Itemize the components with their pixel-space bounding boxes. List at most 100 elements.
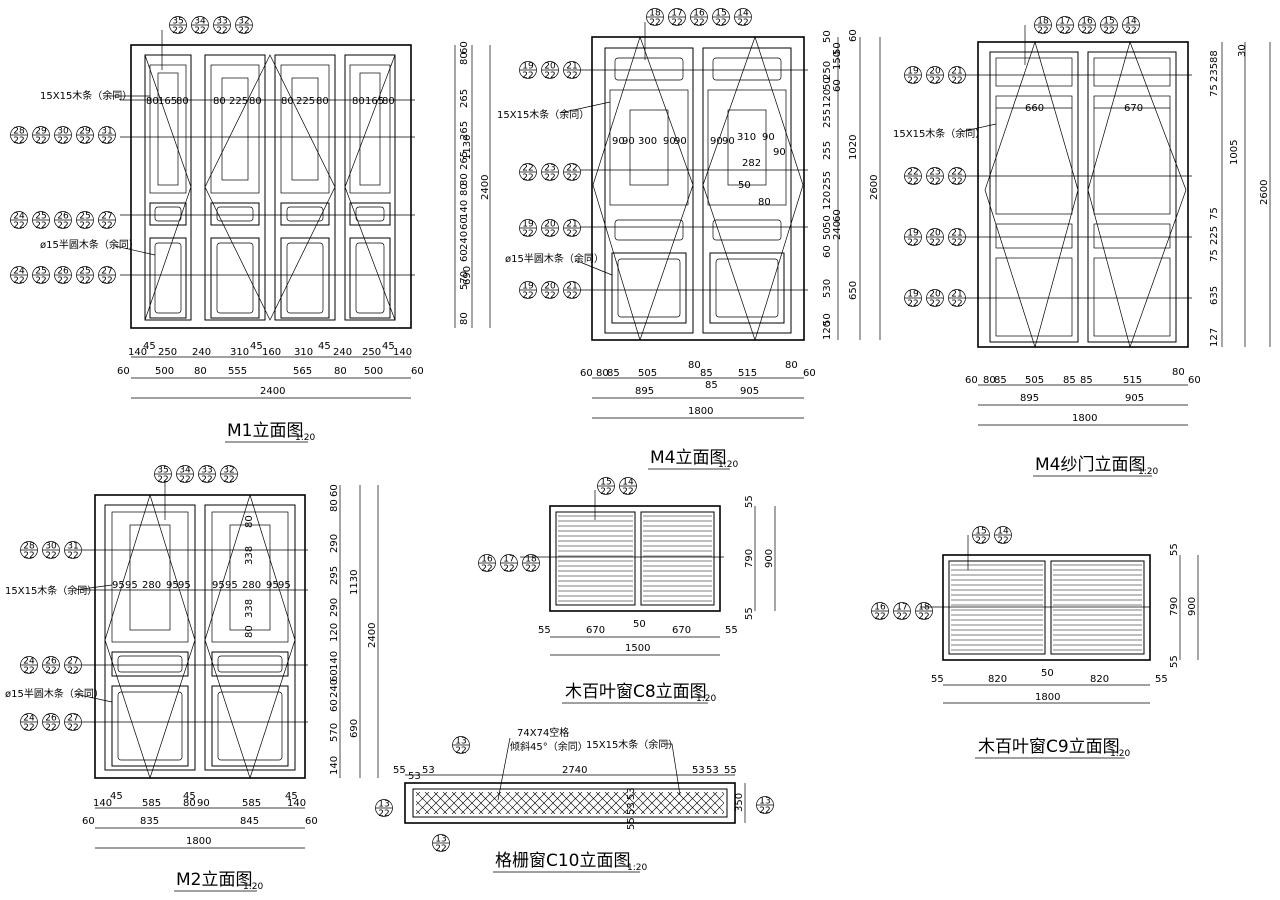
bubble-sheet: 22 — [101, 136, 112, 146]
bubble-sheet: 22 — [503, 564, 514, 574]
bubble-number: 14 — [737, 9, 749, 19]
m1-rdim-2: 80 — [459, 52, 470, 65]
c9-bdim-1: 55 — [931, 674, 944, 685]
m2-bdim-6: 90 — [197, 798, 210, 809]
bubble-number: 27 — [67, 657, 78, 667]
bubble-number: 34 — [194, 17, 206, 27]
bubble-sheet: 22 — [45, 551, 56, 561]
m1-bdim-3: 250 — [158, 347, 177, 358]
bubble-number: 22 — [566, 164, 577, 174]
m4s-scale: 1:20 — [1138, 467, 1158, 477]
c9-bottom-dims: 55 820 50 820 55 1800 — [931, 668, 1168, 703]
m4s-note-1: 15X15木条（余同） — [893, 127, 985, 140]
c8-bdim-2: 670 — [586, 625, 605, 636]
bubble-number: 21 — [566, 62, 577, 72]
bubble-number: 26 — [45, 714, 57, 724]
m1-right-total: 2400 — [480, 175, 491, 200]
m4s-bdim-9: 60 — [1188, 375, 1201, 386]
m2-rdim2-2: 690 — [349, 719, 360, 738]
m2-idim-7: 95 — [225, 580, 238, 591]
bubble-sheet: 22 — [1081, 26, 1092, 36]
m1-rdim-10: 240 — [459, 231, 470, 250]
bubble-sheet: 22 — [997, 536, 1008, 546]
bubble-number: 16 — [481, 555, 493, 565]
bubble-number: 32 — [238, 17, 249, 27]
m4s-rdim-2: 235 — [1209, 63, 1220, 82]
c8-bottom-dims: 55 670 50 670 55 1500 — [538, 619, 738, 654]
bubble-number: 21 — [951, 290, 962, 300]
m1-rdim2-1: 1130 — [462, 135, 473, 160]
bubble-number: 27 — [101, 212, 112, 222]
c8-bdim-1: 55 — [538, 625, 551, 636]
m2-idim-8: 280 — [242, 580, 261, 591]
bubble-number: 23 — [544, 164, 555, 174]
bubble-sheet: 22 — [172, 26, 183, 36]
c9-right-total-text: 900 — [1187, 597, 1198, 616]
bubble-number: 19 — [907, 290, 919, 300]
m4-rdim-9: 255 — [822, 141, 833, 160]
m1-bdim-7: 160 — [262, 347, 281, 358]
m4-bottom-total: 1800 — [688, 406, 713, 417]
m2-idim-1: 95 — [112, 580, 125, 591]
bubble-sheet: 22 — [544, 71, 555, 81]
m1-bdim-12: 45 — [382, 341, 395, 352]
bubble-number: 19 — [522, 62, 534, 72]
bubble-number: 33 — [216, 17, 227, 27]
m2-idim-10: 95 — [278, 580, 291, 591]
bubble-number: 13 — [435, 835, 446, 845]
m2-rdim-6: 120 — [329, 623, 340, 642]
m1-inner-dim-2: 165 — [158, 96, 177, 107]
bubble-number: 16 — [874, 603, 886, 613]
bubble-number: 35 — [172, 17, 183, 27]
m4-rdim-5: 50 — [822, 77, 833, 90]
bubble-number: 22 — [907, 168, 918, 178]
m4-rdim-11: 120 — [822, 191, 833, 210]
bubble-number: 20 — [544, 62, 556, 72]
m2-bdim2-3: 845 — [240, 816, 259, 827]
m2-idim-11: 338 — [244, 546, 255, 565]
m2-idim-9: 95 — [266, 580, 279, 591]
m2-idim-5: 95 — [178, 580, 191, 591]
m1-inner-dim-11: 165 — [365, 96, 384, 107]
bubble-sheet: 22 — [57, 221, 68, 231]
bubble-sheet: 22 — [896, 612, 907, 622]
bubble-sheet: 22 — [378, 809, 389, 819]
bubble-number: 14 — [997, 527, 1009, 537]
c10-tdim-7: 55 — [724, 765, 737, 776]
bubble-sheet: 22 — [67, 551, 78, 561]
m4-elevation: 15X15木条（余同） ø15半圆木条（余同） 90 90 300 90 90 … — [497, 22, 881, 470]
bubble-number: 14 — [622, 478, 634, 488]
bubble-sheet: 22 — [79, 276, 90, 286]
m2-idim-14: 80 — [244, 625, 255, 638]
m1-inner-dim-5: 225 — [229, 96, 248, 107]
m1-inner-dim-8: 225 — [296, 96, 315, 107]
m2-bdim2-1: 60 — [82, 816, 95, 827]
bubble-sheet: 22 — [929, 177, 940, 187]
m2-bdim-3: 585 — [142, 798, 161, 809]
m1-inner-dim-7: 80 — [281, 96, 294, 107]
m2-rdim-3: 290 — [329, 534, 340, 553]
m2-rdim-8: 60 — [329, 669, 340, 682]
bubble-sheet: 22 — [737, 18, 748, 28]
bubble-sheet: 22 — [201, 475, 212, 485]
bubble-number: 16 — [693, 9, 705, 19]
